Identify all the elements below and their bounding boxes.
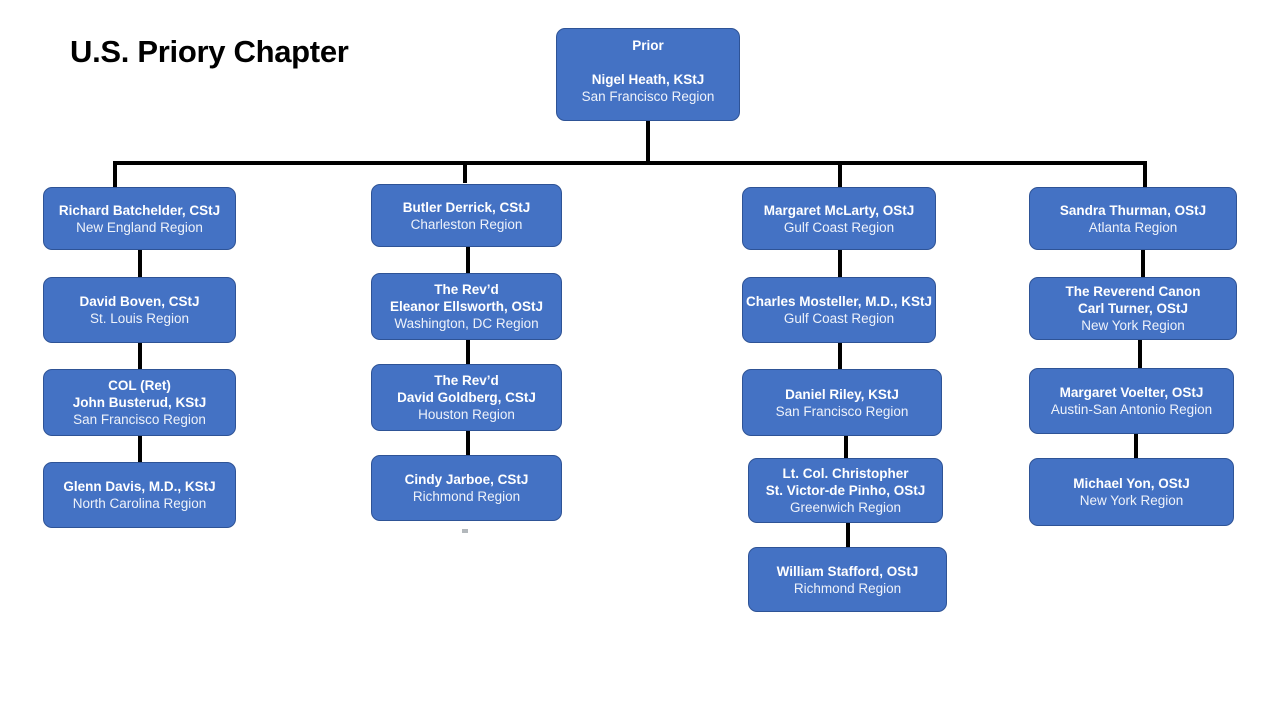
stray-artifact [462, 529, 468, 533]
node-region: New England Region [76, 219, 203, 235]
node-david-goldberg[interactable]: The Rev’d David Goldberg, CStJ Houston R… [371, 364, 562, 431]
connector-col2-3-4 [466, 431, 470, 455]
node-butler-derrick[interactable]: Butler Derrick, CStJ Charleston Region [371, 184, 562, 247]
connector-col3-2-3 [838, 343, 842, 369]
connector-col1-2-3 [138, 343, 142, 369]
node-michael-yon[interactable]: Michael Yon, OStJ New York Region [1029, 458, 1234, 526]
connector-col4-2-3 [1138, 340, 1142, 368]
connector-col3-1-2 [838, 250, 842, 277]
node-name: Glenn Davis, M.D., KStJ [63, 479, 216, 494]
node-region: Richmond Region [793, 580, 902, 596]
connector-col4-3-4 [1134, 434, 1138, 458]
node-name: Cindy Jarboe, CStJ [404, 472, 529, 487]
node-region: New York Region [1079, 493, 1184, 508]
node-region: North Carolina Region [72, 496, 207, 511]
connector-bus-to-col1 [113, 161, 117, 187]
node-region: New York Region [1081, 318, 1185, 333]
node-name-line2: Eleanor Ellsworth, OStJ [389, 299, 544, 314]
node-region: Gulf Coast Region [783, 311, 895, 326]
node-cindy-jarboe[interactable]: Cindy Jarboe, CStJ Richmond Region [371, 455, 562, 521]
node-name: William Stafford, OStJ [776, 563, 919, 579]
node-name-line2: Carl Turner, OStJ [1077, 301, 1189, 316]
node-carl-turner[interactable]: The Reverend Canon Carl Turner, OStJ New… [1029, 277, 1237, 340]
node-margaret-voelter[interactable]: Margaret Voelter, OStJ Austin-San Antoni… [1029, 368, 1234, 434]
node-name: Margaret Voelter, OStJ [1059, 385, 1204, 400]
node-name: Margaret McLarty, OStJ [763, 202, 915, 218]
node-region: Gulf Coast Region [783, 219, 895, 235]
node-glenn-davis[interactable]: Glenn Davis, M.D., KStJ North Carolina R… [43, 462, 236, 528]
node-christopher-st-victor-de-pinho[interactable]: Lt. Col. Christopher St. Victor-de Pinho… [748, 458, 943, 523]
connector-col4-1-2 [1141, 250, 1145, 277]
node-margaret-mclarty[interactable]: Margaret McLarty, OStJ Gulf Coast Region [742, 187, 936, 250]
page-title: U.S. Priory Chapter [70, 34, 349, 69]
node-name: The Rev’d [434, 373, 499, 388]
node-david-boven[interactable]: David Boven, CStJ St. Louis Region [43, 277, 236, 343]
node-john-busterud[interactable]: COL (Ret) John Busterud, KStJ San Franci… [43, 369, 236, 436]
node-name: The Rev’d [434, 282, 499, 297]
node-charles-mosteller[interactable]: Charles Mosteller, M.D., KStJ Gulf Coast… [742, 277, 936, 343]
node-region: Houston Region [418, 407, 515, 422]
node-role: Prior [632, 38, 664, 53]
node-region: Charleston Region [410, 216, 523, 232]
node-name: Sandra Thurman, OStJ [1059, 202, 1207, 218]
node-name: Michael Yon, OStJ [1073, 476, 1190, 491]
node-region: Richmond Region [412, 489, 521, 504]
node-daniel-riley[interactable]: Daniel Riley, KStJ San Francisco Region [742, 369, 942, 436]
connector-col2-2-3 [466, 340, 470, 364]
connector-col2-1-2 [466, 247, 470, 273]
node-name-line2: St. Victor-de Pinho, OStJ [765, 483, 926, 498]
node-region: San Francisco Region [775, 403, 909, 419]
node-region: San Francisco Region [581, 89, 715, 104]
connector-col1-3-4 [138, 436, 142, 462]
node-name: The Reverend Canon [1065, 284, 1201, 299]
node-name: Richard Batchelder, CStJ [58, 202, 221, 218]
connector-bus-to-col4 [1143, 161, 1147, 187]
node-region: Washington, DC Region [394, 316, 539, 331]
node-name: Lt. Col. Christopher [782, 466, 909, 481]
node-name: Charles Mosteller, M.D., KStJ [745, 294, 933, 309]
node-name: David Boven, CStJ [79, 294, 200, 309]
node-name-line2: John Busterud, KStJ [72, 395, 207, 410]
node-region: Austin-San Antonio Region [1050, 402, 1213, 417]
node-eleanor-ellsworth[interactable]: The Rev’d Eleanor Ellsworth, OStJ Washin… [371, 273, 562, 340]
connector-col3-4-5 [846, 523, 850, 547]
node-name: Butler Derrick, CStJ [402, 199, 531, 215]
node-name-line2: David Goldberg, CStJ [397, 390, 536, 405]
connector-col1-1-2 [138, 250, 142, 277]
node-region: St. Louis Region [89, 311, 190, 326]
node-william-stafford[interactable]: William Stafford, OStJ Richmond Region [748, 547, 947, 612]
connector-root-down [646, 120, 650, 165]
node-name: Daniel Riley, KStJ [785, 386, 899, 402]
node-name: Nigel Heath, KStJ [591, 72, 705, 87]
node-sandra-thurman[interactable]: Sandra Thurman, OStJ Atlanta Region [1029, 187, 1237, 250]
connector-col3-3-4 [844, 436, 848, 458]
node-region: Greenwich Region [789, 500, 902, 515]
connector-bus-to-col3 [838, 161, 842, 187]
connector-main-bus [113, 161, 1145, 165]
node-name: COL (Ret) [108, 378, 171, 393]
connector-bus-to-col2 [463, 161, 467, 183]
node-region: San Francisco Region [73, 412, 206, 427]
node-prior[interactable]: Prior Nigel Heath, KStJ San Francisco Re… [556, 28, 740, 121]
node-region: Atlanta Region [1088, 219, 1178, 235]
node-richard-batchelder[interactable]: Richard Batchelder, CStJ New England Reg… [43, 187, 236, 250]
